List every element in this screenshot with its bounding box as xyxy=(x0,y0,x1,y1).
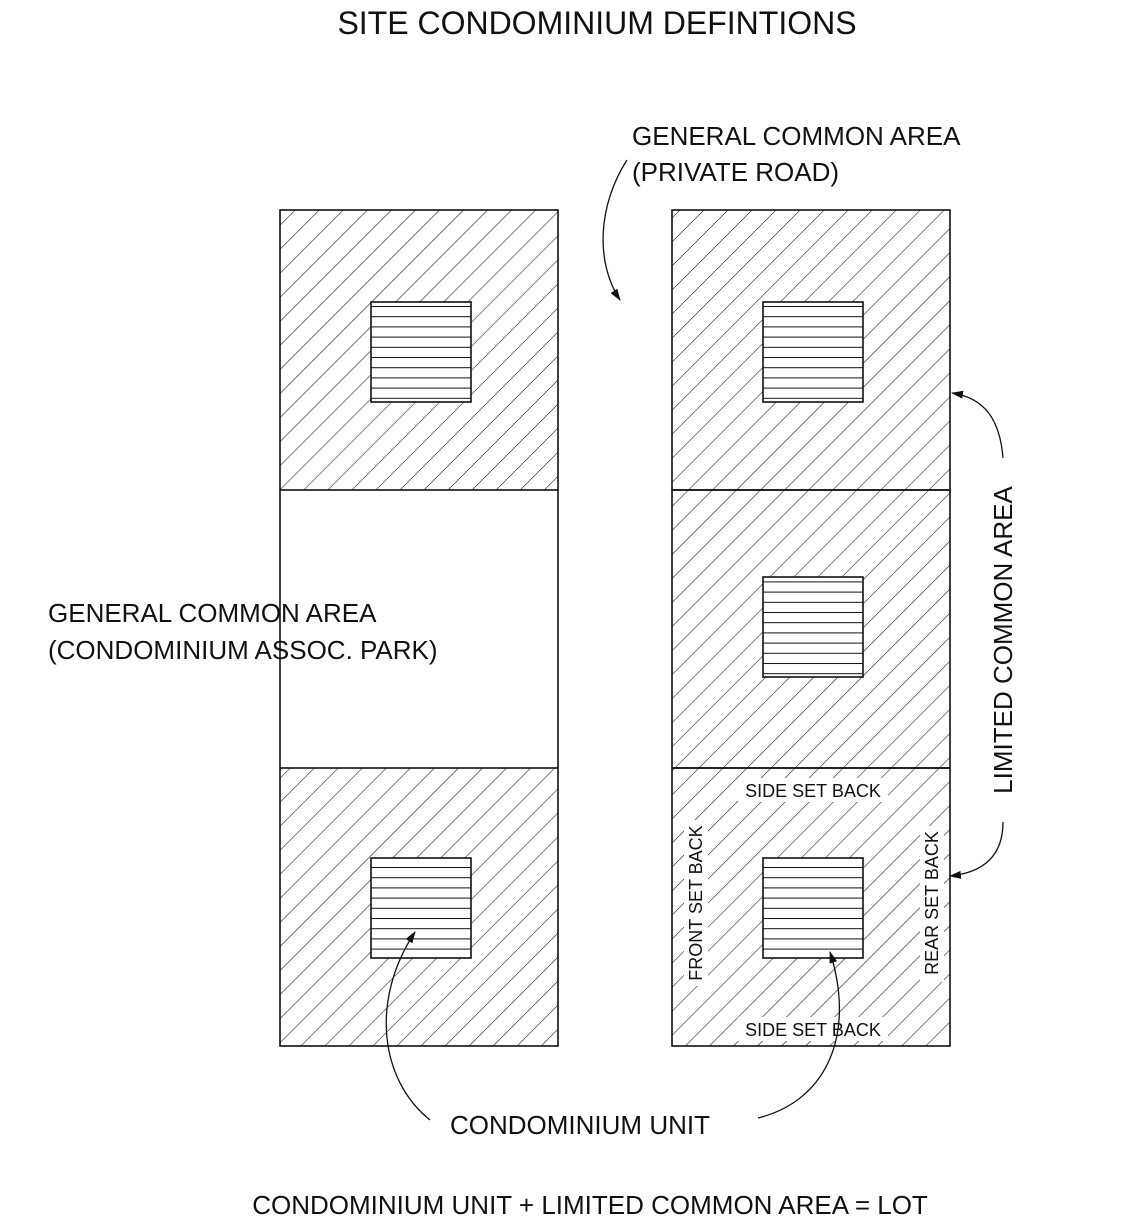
lot-equation: CONDOMINIUM UNIT + LIMITED COMMON AREA =… xyxy=(252,1190,928,1220)
private-road-label-line2: (PRIVATE ROAD) xyxy=(632,157,839,187)
private-road-label-line1: GENERAL COMMON AREA xyxy=(632,121,961,151)
front-setback-label: FRONT SET BACK xyxy=(686,825,706,980)
condo-unit-right-bottom xyxy=(762,857,864,959)
right-lot-top xyxy=(671,209,951,491)
park-label-line2: (CONDOMINIUM ASSOC. PARK) xyxy=(48,635,438,665)
diagram-title: SITE CONDOMINIUM DEFINTIONS xyxy=(337,5,856,41)
condo-unit-label: CONDOMINIUM UNIT xyxy=(450,1110,710,1140)
rear-setback-label: REAR SET BACK xyxy=(922,831,942,975)
limited-common-area-leader-top xyxy=(951,390,1004,459)
right-lot-middle xyxy=(671,489,951,769)
condo-unit-leader-right xyxy=(757,951,841,1119)
left-lot-top xyxy=(279,209,559,491)
limited-common-area-leader-bottom xyxy=(949,821,1004,879)
park-area xyxy=(279,490,559,768)
park-label-line1: GENERAL COMMON AREA xyxy=(48,598,377,628)
right-lot-bottom xyxy=(671,767,951,1047)
condo-unit-right-middle xyxy=(762,576,864,678)
private-road-leader xyxy=(602,159,628,301)
left-lot-bottom xyxy=(279,767,559,1047)
condo-unit-leader-left xyxy=(385,931,431,1121)
condo-unit-left-top xyxy=(370,301,472,403)
side-setback-top-label: SIDE SET BACK xyxy=(745,781,881,801)
side-setback-bottom-label: SIDE SET BACK xyxy=(745,1020,881,1040)
condo-unit-right-top xyxy=(762,301,864,403)
condo-unit-left-bottom xyxy=(370,857,472,959)
limited-common-area-label: LIMITED COMMON AREA xyxy=(988,485,1018,793)
